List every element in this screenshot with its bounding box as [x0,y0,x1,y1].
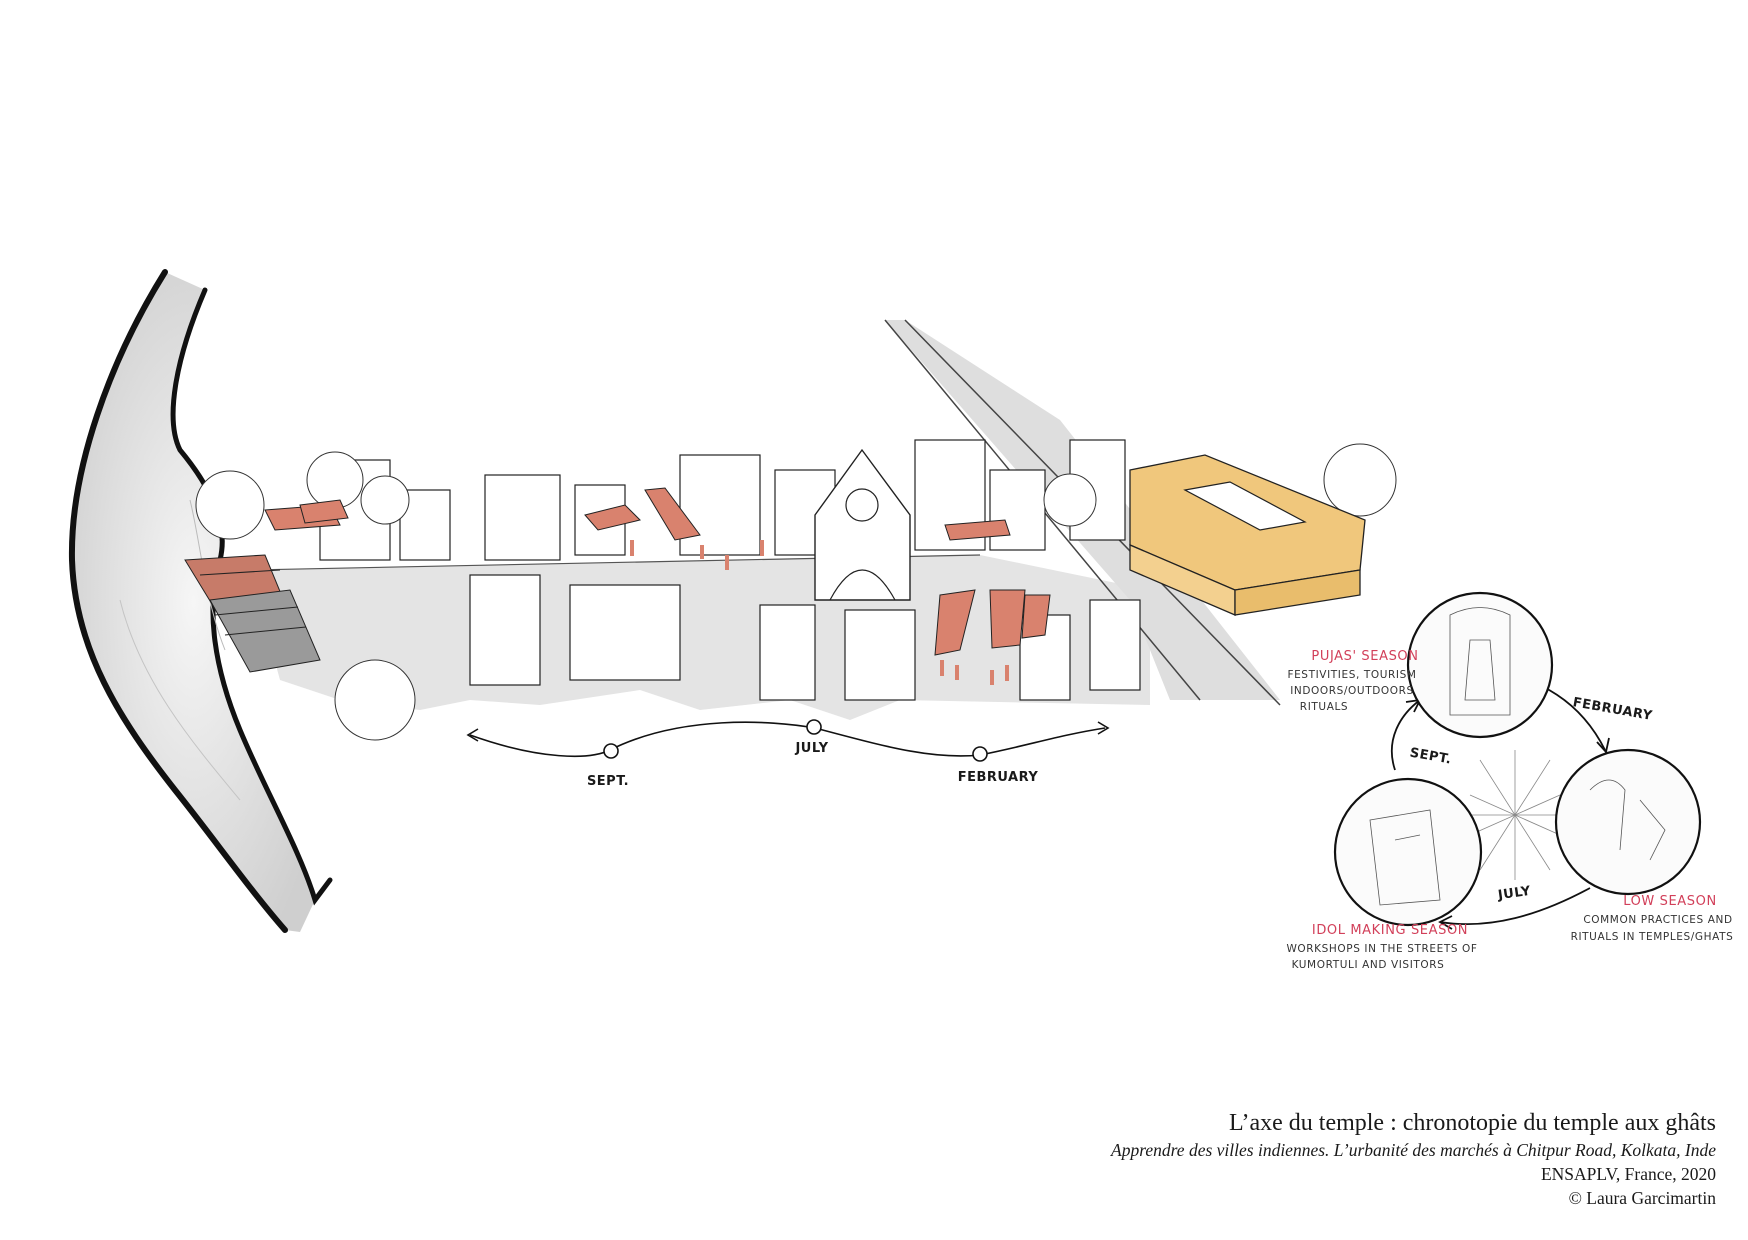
low-season-line-2: RITUALS IN TEMPLES/GHATS [1571,931,1734,943]
season-cycle: FEBRUARY JULY SEPT. PUJAS' SEASON FESTIV… [1286,591,1734,971]
caption-subtitle: Apprendre des villes indiennes. L’urbani… [1111,1140,1716,1160]
pujas-season-title: PUJAS' SEASON [1311,649,1418,664]
timeline: SEPT. JULY FEBRUARY [466,719,1110,789]
pujas-season-line-3: RITUALS [1300,701,1348,713]
timeline-node-sept [603,743,619,759]
timeline-label-july: JULY [794,741,828,756]
ghat-steps [184,554,321,673]
figure-caption: L’axe du temple : chronotopie du temple … [1111,1108,1716,1210]
timeline-node-february [972,746,988,762]
pujas-season-line-1: FESTIVITIES, TOURISM [1287,669,1416,681]
caption-institution: ENSAPLV, France, 2020 [1540,1164,1716,1184]
caption-credit: © Laura Garcimartin [1568,1188,1716,1208]
caption-title: L’axe du temple : chronotopie du temple … [1229,1110,1716,1136]
temple [814,448,911,601]
trees [195,443,1397,741]
market-stalls [264,487,1051,656]
cycle-label-sept: SEPT. [1409,746,1453,768]
people [630,540,1009,685]
low-season-title: LOW SEASON [1623,894,1717,909]
timeline-node-july [806,719,822,735]
yellow-building [1129,454,1366,616]
idol-making-season-line-2: KUMORTULI AND VISITORS [1292,959,1445,971]
pujas-season-line-2: INDOORS/OUTDOORS [1290,685,1414,697]
idol-making-season-vignette [1333,777,1483,927]
low-season-vignette [1554,748,1702,896]
idol-making-season-line-1: WORKSHOPS IN THE STREETS OF [1286,943,1477,955]
pujas-season-vignette [1406,591,1554,739]
timeline-label-sept: SEPT. [587,774,629,789]
timeline-label-february: FEBRUARY [958,770,1039,785]
low-season-line-1: COMMON PRACTICES AND [1583,914,1732,926]
cycle-centre-star [1465,750,1565,880]
cycle-label-july: JULY [1496,884,1532,904]
idol-making-season-title: IDOL MAKING SEASON [1312,923,1468,938]
